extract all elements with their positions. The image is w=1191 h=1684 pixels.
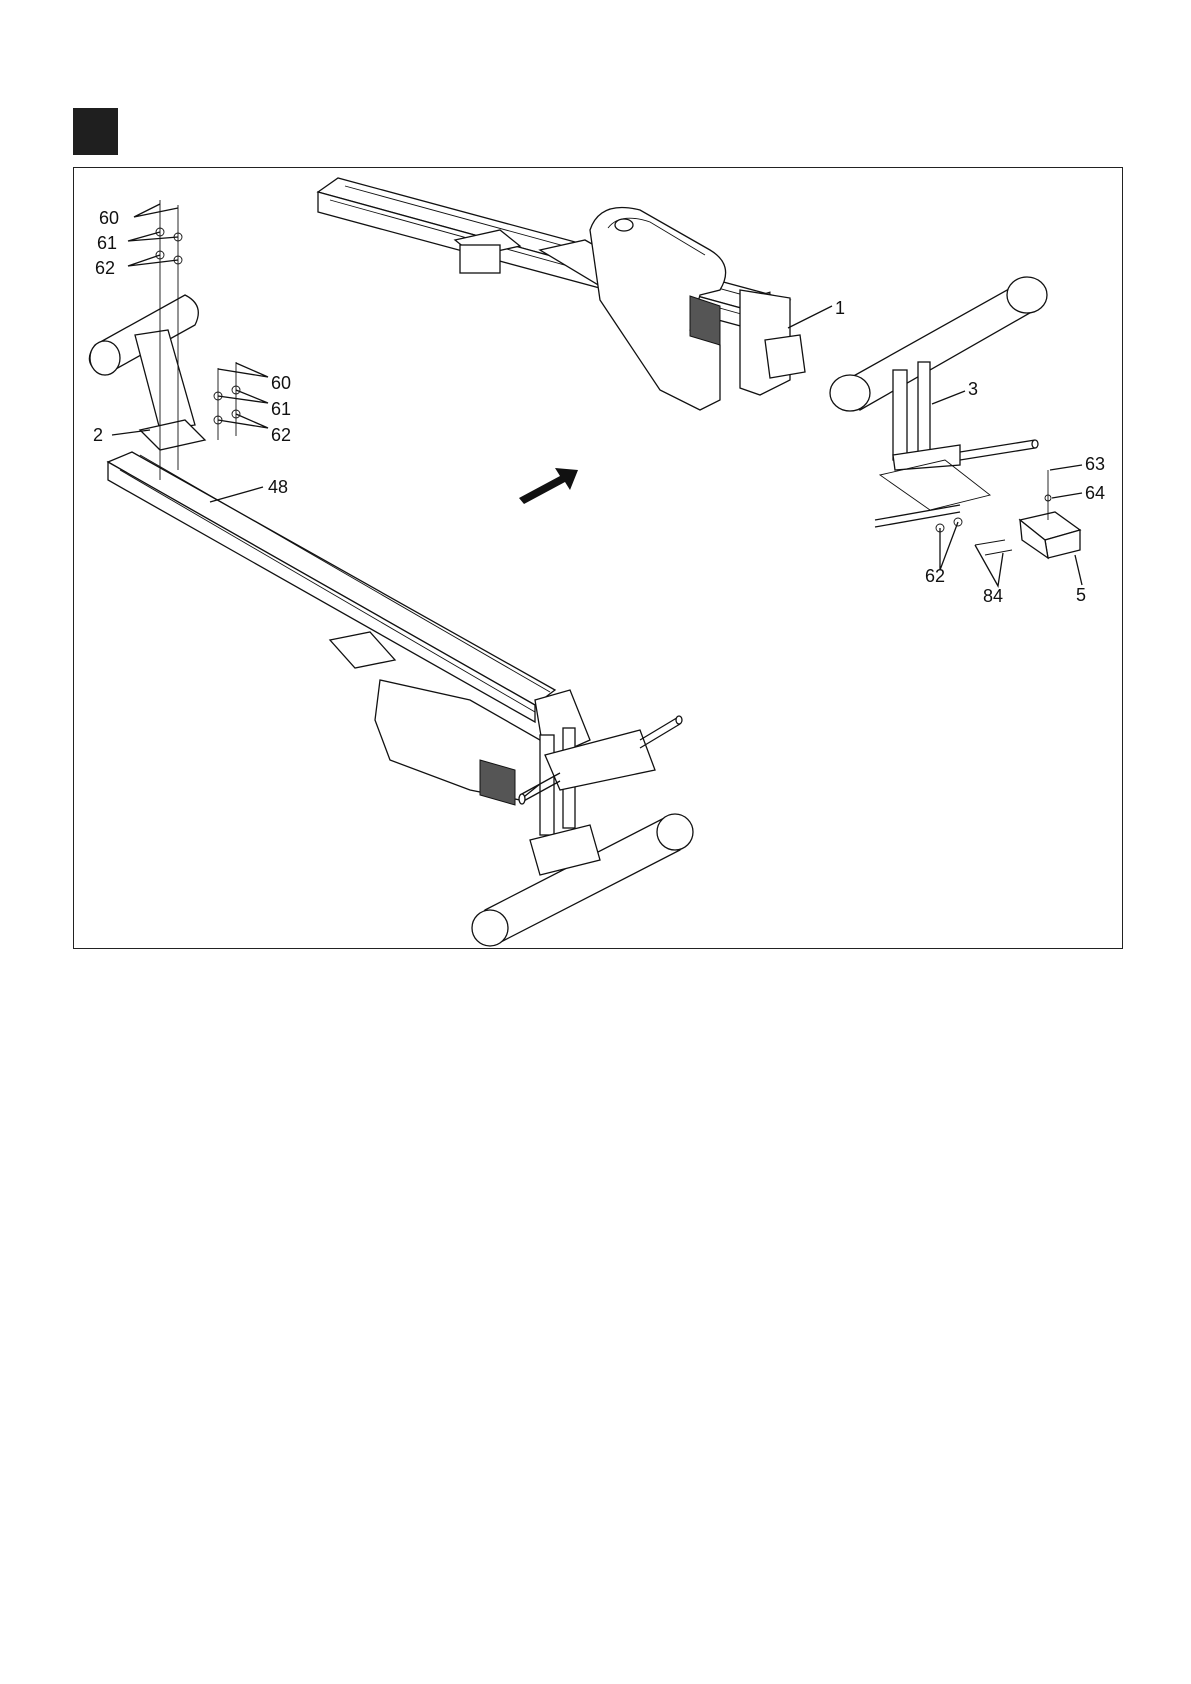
direction-arrow [519,468,578,504]
label-part-84: 84 [983,586,1003,606]
label-part-63: 63 [1085,454,1105,474]
label-part-61-mid: 61 [271,399,291,419]
label-part-3: 3 [968,379,978,399]
upper-rail-assembly [318,178,805,410]
lower-rail-assembly [108,452,693,946]
seat-post-assembly [89,295,205,450]
label-part-64: 64 [1085,483,1105,503]
label-part-62-top: 62 [95,258,115,278]
label-part-48: 48 [268,477,288,497]
label-part-61-top: 61 [97,233,117,253]
hardware-middle [214,362,240,440]
label-part-62-lower: 62 [925,566,945,586]
label-part-60-mid: 60 [271,373,291,393]
label-part-62-mid: 62 [271,425,291,445]
label-part-60-top: 60 [99,208,119,228]
end-cap [1020,512,1080,558]
label-part-2: 2 [93,425,103,445]
label-part-1: 1 [835,298,845,318]
label-part-5: 5 [1076,585,1086,605]
